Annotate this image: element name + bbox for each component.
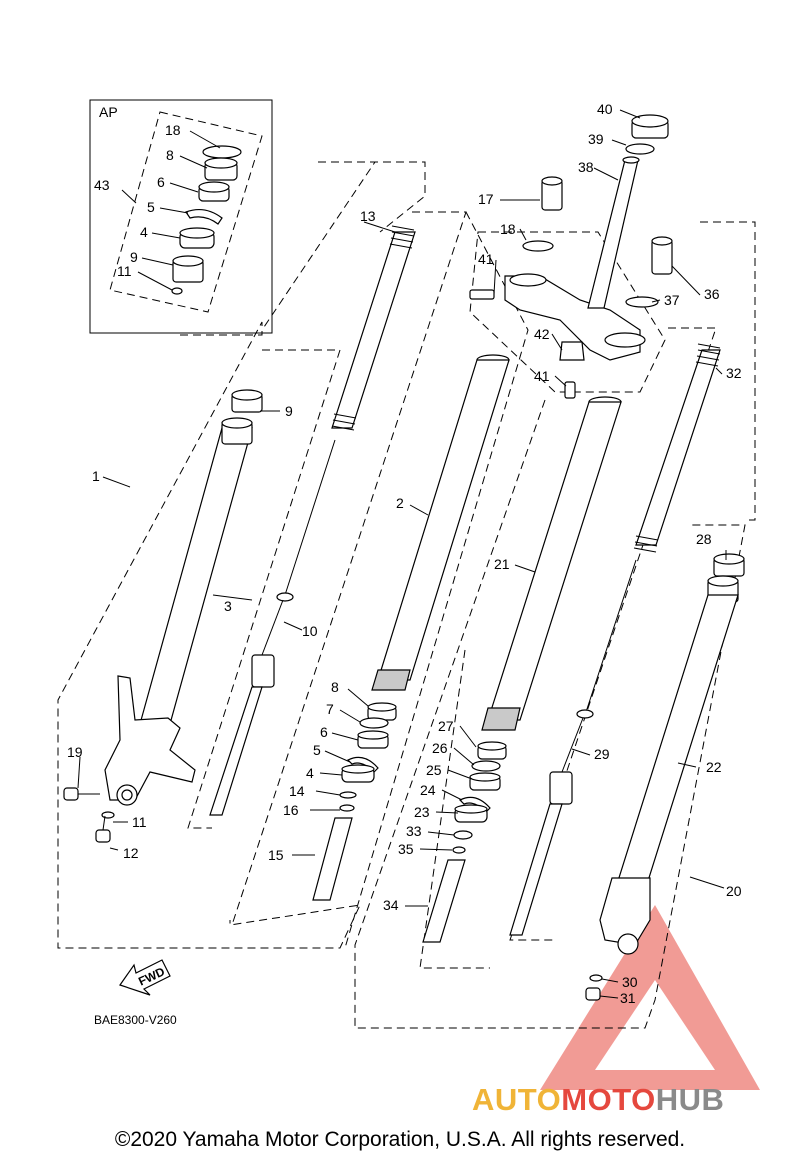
region-left-outer-tube	[261, 161, 376, 331]
label-1: 1	[92, 468, 100, 484]
label-35: 35	[398, 841, 414, 857]
region-right-inner	[354, 399, 746, 1029]
watermark-part-3: HUB	[655, 1082, 725, 1117]
region-left-fork-assembly	[57, 321, 361, 949]
label-19: 19	[67, 744, 83, 760]
part-outer-tube-right	[585, 553, 745, 1001]
part-outer-tube-left	[104, 389, 263, 806]
part-steering-bracket	[469, 273, 646, 399]
part-inner-tube-left	[371, 354, 510, 691]
label-21: 21	[494, 556, 510, 572]
label-24: 24	[420, 782, 436, 798]
region-lower-center	[419, 649, 490, 969]
label-18: 18	[500, 221, 516, 237]
label-4-ap: 4	[140, 224, 148, 240]
label-31: 31	[620, 990, 636, 1006]
label-22: 22	[706, 759, 722, 775]
watermark-logo-icon	[540, 905, 760, 1090]
label-9: 9	[285, 403, 293, 419]
label-23: 23	[414, 804, 430, 820]
label-34: 34	[383, 897, 399, 913]
label-42: 42	[534, 326, 550, 342]
label-ap: AP	[99, 104, 118, 120]
fwd-arrow-icon: FWD	[119, 959, 171, 996]
region-right-spring	[509, 327, 717, 941]
label-8-ap: 8	[166, 147, 174, 163]
part-labels: 43 18 8 6 5 4 9 11 1 9 3 10 19 11 12 13 …	[67, 101, 742, 1006]
label-10: 10	[302, 623, 318, 639]
label-13: 13	[360, 208, 376, 224]
label-3: 3	[224, 598, 232, 614]
label-30: 30	[622, 974, 638, 990]
label-27: 27	[438, 718, 454, 734]
label-5: 5	[313, 742, 321, 758]
label-28: 28	[696, 531, 712, 547]
label-5-ap: 5	[147, 199, 155, 215]
watermark-part-1: AUTO	[472, 1082, 562, 1117]
bolts-left	[63, 787, 115, 843]
ap-parts	[171, 145, 242, 295]
label-40: 40	[597, 101, 613, 117]
part-adjusters	[522, 176, 673, 308]
label-25: 25	[426, 762, 442, 778]
label-11-ap: 11	[117, 263, 132, 279]
label-17: 17	[478, 191, 494, 207]
label-41-top: 41	[478, 251, 494, 267]
label-16: 16	[283, 802, 299, 818]
label-4: 4	[306, 765, 314, 781]
watermark-text: AUTOMOTOHUB	[472, 1082, 724, 1118]
leader-lines	[77, 109, 727, 999]
label-33: 33	[406, 823, 422, 839]
part-spring-left	[331, 225, 416, 431]
watermark-part-2: MOTO	[561, 1082, 656, 1117]
label-15: 15	[268, 847, 284, 863]
part-spring-right	[509, 343, 721, 936]
ap-dash-region	[109, 111, 263, 313]
label-8: 8	[331, 679, 339, 695]
label-6: 6	[320, 724, 328, 740]
part-inner-tube-right	[481, 396, 622, 731]
region-inner-tube-left	[344, 211, 529, 949]
label-39: 39	[588, 131, 604, 147]
label-18-ap: 18	[165, 122, 181, 138]
region-damper-left	[187, 349, 341, 829]
ap-inset-box	[89, 99, 273, 334]
region-bracket	[469, 231, 666, 393]
label-6-ap: 6	[157, 174, 165, 190]
label-2: 2	[396, 495, 404, 511]
label-7: 7	[326, 701, 334, 717]
label-26: 26	[432, 740, 448, 756]
label-32: 32	[726, 365, 742, 381]
label-37: 37	[664, 292, 680, 308]
label-36: 36	[704, 286, 720, 302]
label-9-ap: 9	[130, 249, 138, 265]
label-43: 43	[94, 177, 110, 193]
seals-left	[312, 702, 397, 901]
label-38: 38	[578, 159, 594, 175]
diagram-code: BAE8300-V260	[94, 1013, 177, 1027]
region-center-left	[318, 161, 426, 233]
seals-right	[422, 741, 507, 943]
label-20: 20	[726, 883, 742, 899]
label-29: 29	[594, 746, 610, 762]
part-steering-stem	[587, 114, 669, 309]
copyright-notice: ©2020 Yamaha Motor Corporation, U.S.A. A…	[114, 1128, 686, 1151]
part-damper-rod-left	[209, 439, 336, 816]
label-14: 14	[289, 783, 305, 799]
region-right-upper	[700, 221, 756, 521]
label-41-bottom: 41	[534, 368, 550, 384]
label-12: 12	[123, 845, 139, 861]
label-11: 11	[132, 814, 147, 830]
